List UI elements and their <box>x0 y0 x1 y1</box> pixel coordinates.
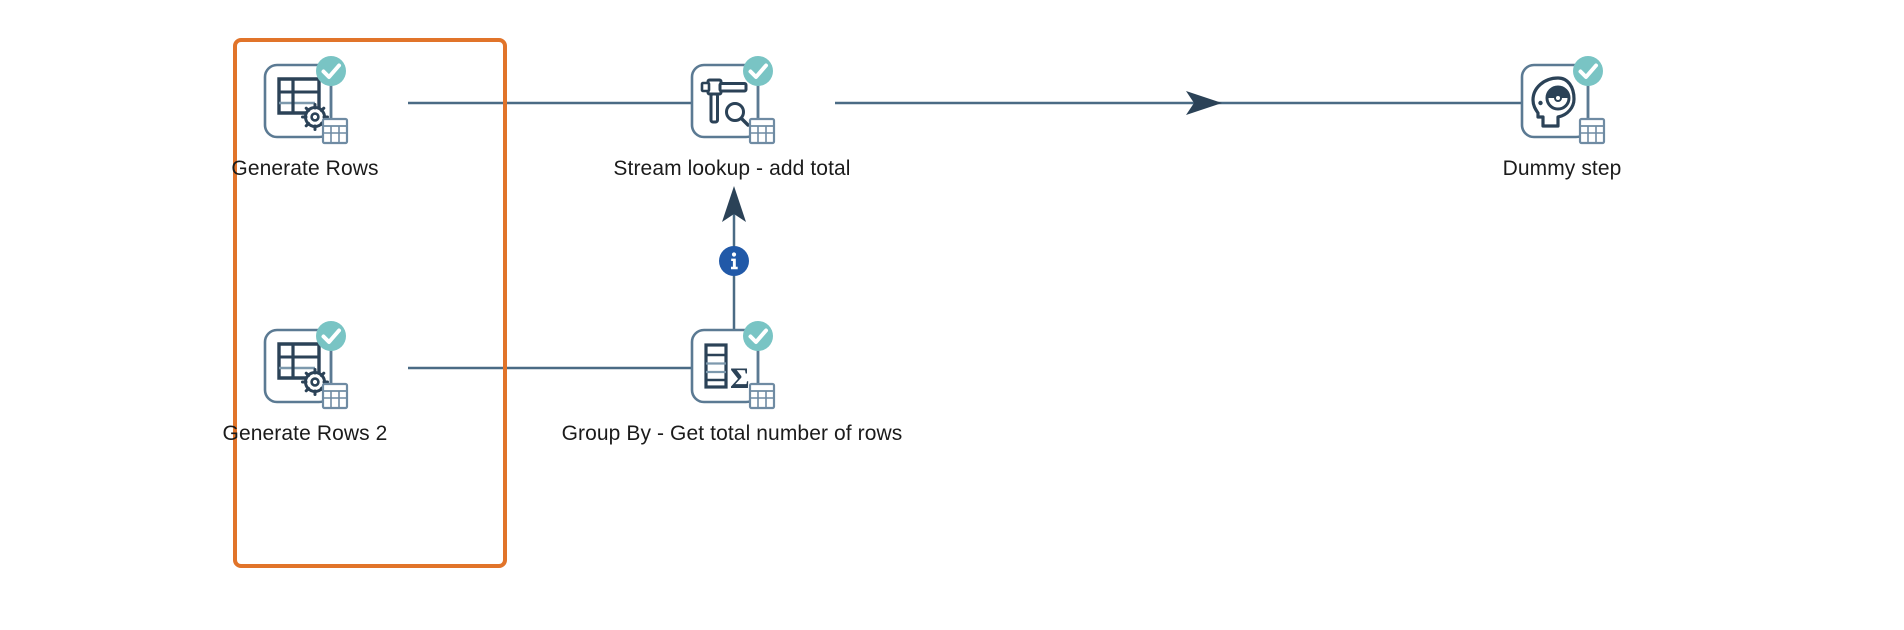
check-badge <box>316 56 346 86</box>
check-badge <box>1573 56 1603 86</box>
head-brain-icon-wrap[interactable] <box>1514 55 1610 151</box>
generate-rows-icon <box>263 321 349 410</box>
node-dummy-step[interactable]: Dummy step <box>1487 55 1637 181</box>
node-label: Generate Rows 2 <box>222 422 388 445</box>
node-group-by-get-total-number-of-rows[interactable]: Σ Group By - Get total number of rows <box>562 320 902 446</box>
node-label: Stream lookup - add total <box>613 157 851 180</box>
selection-rectangle[interactable] <box>233 38 507 568</box>
group-by-sigma-icon: Σ <box>690 321 776 410</box>
generate-rows-2-icon-wrap[interactable] <box>257 320 353 416</box>
node-label: Dummy step <box>1502 157 1622 180</box>
node-label: Group By - Get total number of rows <box>561 422 903 445</box>
check-badge <box>743 56 773 86</box>
generate-rows-icon <box>263 56 349 145</box>
node-label: Generate Rows <box>231 157 379 180</box>
node-generate-rows[interactable]: Generate Rows <box>230 55 380 181</box>
edge-info-badge[interactable] <box>718 245 750 277</box>
hammer-search-icon-wrap[interactable] <box>684 55 780 151</box>
hammer-search-icon <box>690 56 776 145</box>
edge-stream-lookup-to-dummy-step <box>835 91 1532 115</box>
check-badge <box>743 321 773 351</box>
check-badge <box>316 321 346 351</box>
generate-rows-icon-wrap[interactable] <box>257 55 353 151</box>
group-by-sigma-icon-wrap[interactable]: Σ <box>684 320 780 416</box>
head-brain-icon <box>1520 56 1606 145</box>
svg-text:Σ: Σ <box>730 362 750 395</box>
node-generate-rows-2[interactable]: Generate Rows 2 <box>223 320 387 446</box>
node-stream-lookup-add-total[interactable]: Stream lookup - add total <box>613 55 850 181</box>
